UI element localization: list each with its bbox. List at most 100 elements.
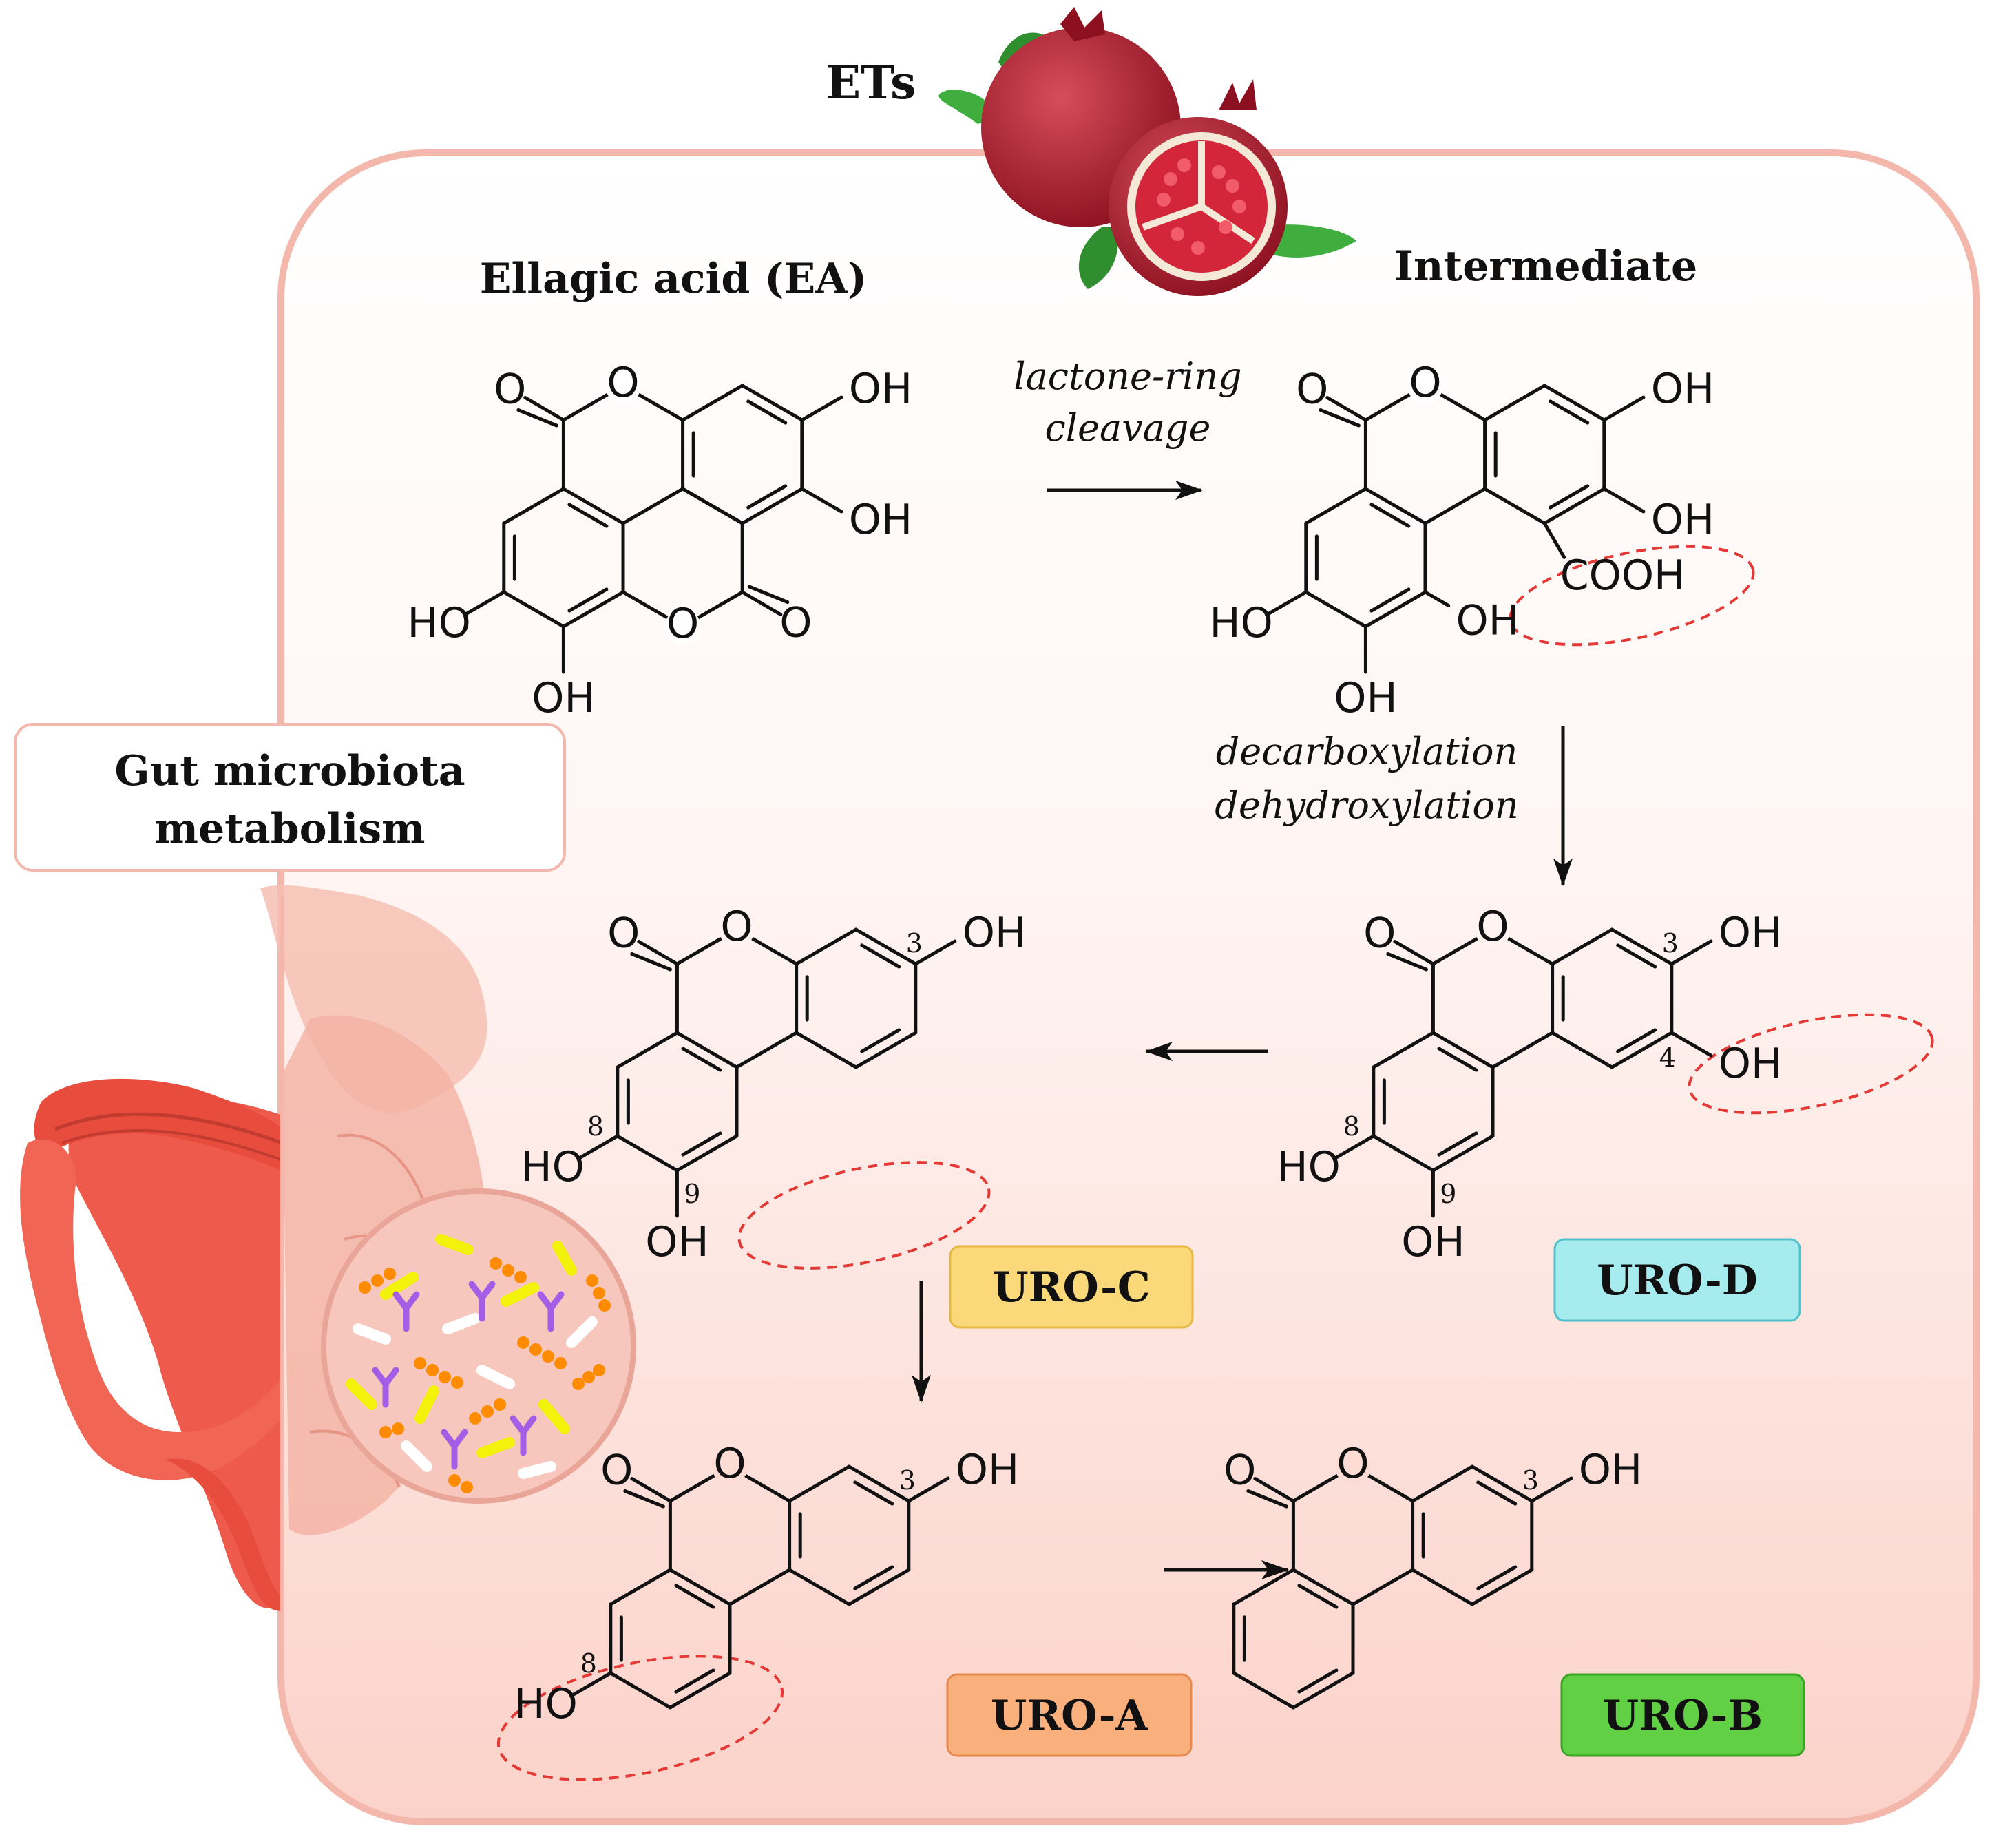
bond [1319,408,1361,428]
double-bond [567,587,609,613]
bond [561,487,625,525]
inter-oh-right: OH [1651,496,1714,544]
bond [1423,590,1451,607]
uroc-pos3: 3 [906,928,923,958]
highlight-uroc-9oh [737,1161,991,1270]
urod-pos8: 8 [1343,1111,1360,1142]
bond [1530,1476,1573,1503]
double-bond [853,1565,894,1590]
bond [668,1671,732,1710]
bond [1372,1031,1435,1069]
urod-3-oh: OH [1719,909,1782,957]
double-bond [1549,399,1590,425]
bond [1363,487,1427,525]
intermediate-label: Intermediate [1394,242,1697,291]
bond [800,395,843,422]
uroa-8-ho: HO [514,1680,578,1728]
bond [668,1568,732,1606]
double-bond [1437,1131,1478,1157]
bond [1304,590,1367,629]
uroa-badge-bg [946,1673,1193,1757]
double-bond [746,399,788,425]
ring-oxygen: O [1409,359,1441,407]
urob-3-oh: OH [1579,1446,1642,1494]
bond [630,1477,672,1503]
uroa-3-oh: OH [956,1446,1019,1494]
double-bond [1297,1668,1339,1694]
bond [847,1464,911,1503]
double-bond [1437,1047,1478,1072]
bond [1363,590,1427,629]
ellagic-acid-label: Ellagic acid (EA) [480,255,867,303]
urob-badge: URO-B [1603,1692,1763,1740]
ring-oxygen: O [720,903,753,951]
bond [1602,395,1646,422]
ring-oxygen-mask [1407,368,1443,403]
bond [502,590,565,629]
bond [1304,487,1367,525]
urod-pos3: 3 [1662,928,1679,958]
bond [1386,952,1428,972]
ring-oxygen-mask [712,1449,748,1484]
bond [1542,384,1606,422]
step1-label-line2: cleavage [1045,406,1211,450]
bond [1423,487,1487,525]
urod-badge-bg [1553,1238,1801,1322]
ets-title: ETs [826,56,916,109]
bond [1253,1477,1295,1503]
carbonyl-oxygen: O [1363,910,1396,958]
bond [1431,1134,1495,1173]
bond [1291,1671,1355,1710]
uroa-pos3: 3 [899,1465,916,1495]
ring-oxygen-mask [1475,912,1511,947]
bond [463,590,506,617]
uroa-pos8: 8 [580,1648,597,1679]
double-bond [860,943,901,969]
ring-oxygen-mask [719,912,755,947]
double-bond [1297,1584,1339,1609]
step2-label-line1: decarboxylation [1216,730,1518,773]
urod-badge: URO-D [1597,1257,1758,1305]
pomegranate-icon [938,7,1356,296]
bond [795,1031,858,1069]
uroc-pos9: 9 [684,1179,700,1209]
bond [1610,927,1674,966]
carbonyl-oxygen-2: O [779,599,812,647]
urod-8-ho: HO [1277,1143,1341,1191]
bond [609,1568,672,1606]
uroc-3-oh: OH [963,909,1026,957]
carbonyl-oxygen: O [1296,366,1328,414]
gut-microbiota-line2: metabolism [154,805,425,853]
double-bond [746,484,788,510]
inter-oh-inner: OH [1456,597,1520,645]
bond [623,1489,665,1509]
ea-oh-right: OH [849,496,912,544]
bond [1232,1671,1295,1710]
step2-label-line2: dehydroxylation [1215,784,1518,827]
bond [1542,521,1566,559]
highlight-uroa-8oh [496,1655,784,1781]
bond [609,1671,672,1710]
bond [675,1134,739,1173]
urod-9-oh: OH [1401,1218,1465,1266]
carbonyl-oxygen: O [1224,1447,1256,1495]
bond [740,590,783,616]
ring-oxygen-mask-2 [664,609,701,644]
bond [1670,1031,1713,1058]
bond [747,585,790,604]
ring-oxygen: O [1476,903,1509,951]
bond [1325,396,1367,422]
ea-ho-left: HO [408,599,471,647]
bond [1542,487,1606,525]
double-bond [1476,1480,1518,1506]
double-bond [674,1668,715,1694]
bond [621,487,685,525]
carbonyl-oxygen: O [607,910,640,958]
bond [1372,1134,1435,1173]
bond [516,408,558,428]
